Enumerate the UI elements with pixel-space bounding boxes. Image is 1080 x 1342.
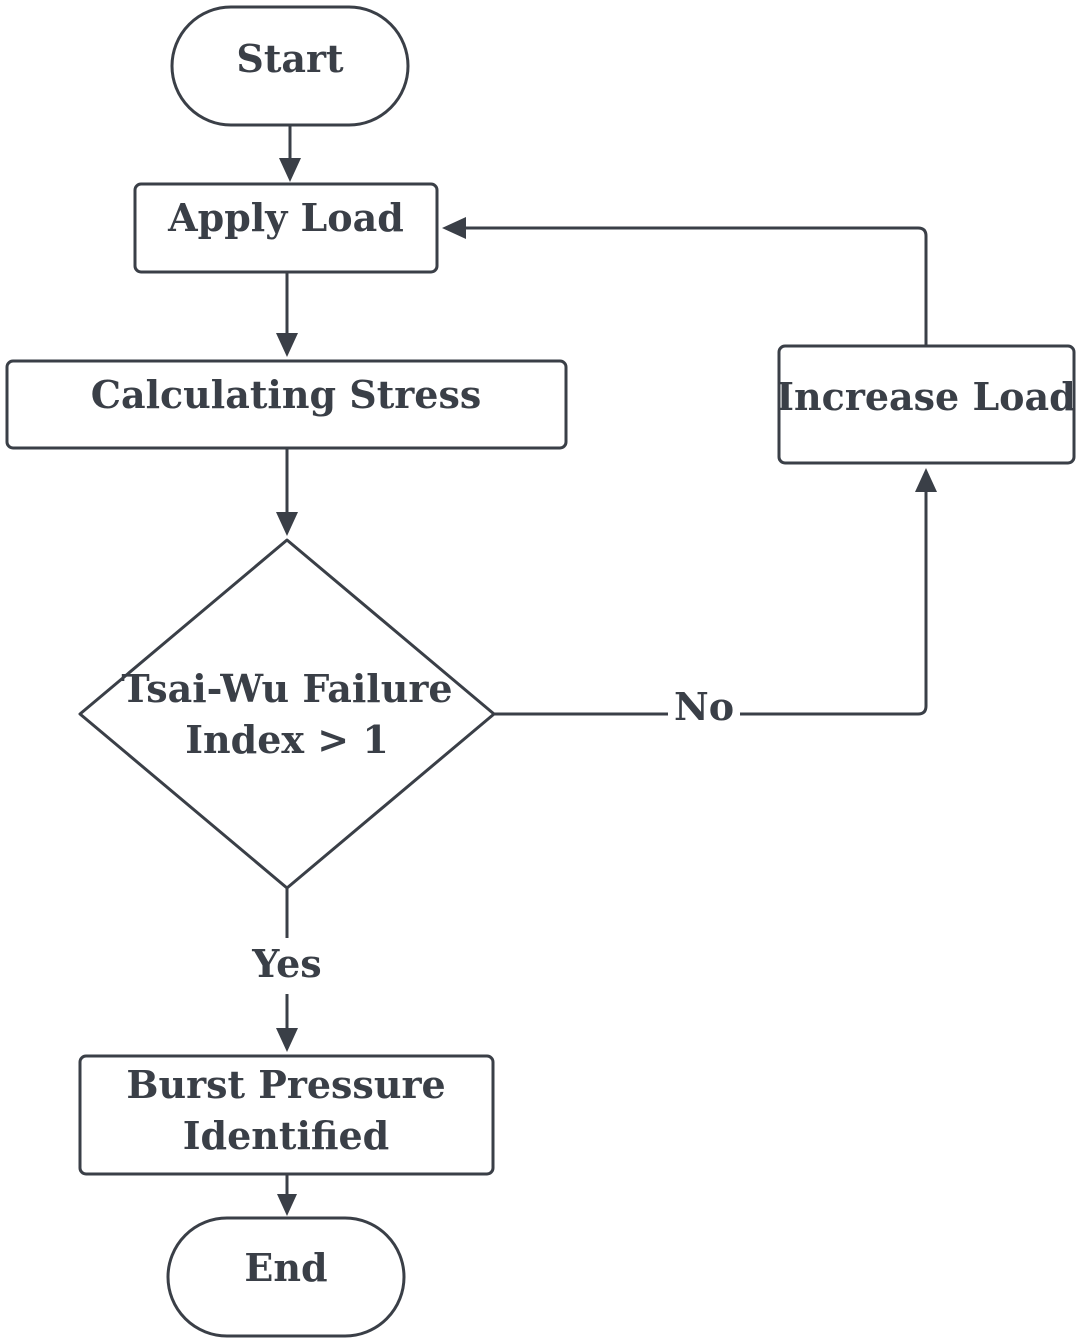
edge-start-to-apply-load — [279, 125, 301, 182]
start-node-label: Start — [236, 36, 344, 81]
edge-apply-load-to-calculating-stress — [276, 272, 298, 357]
increase-load-node-label: Increase Load — [776, 374, 1075, 419]
decision-label-line-2: Index > 1 — [185, 717, 389, 762]
decision-label-line-1: Tsai-Wu Failure — [121, 666, 452, 711]
burst-pressure-label-line-2: Identified — [183, 1113, 390, 1158]
edge-decision-no-to-increase-load — [494, 468, 937, 716]
yes-edge-label: Yes — [251, 941, 321, 986]
end-node: End — [166, 1216, 406, 1338]
burst-pressure-label-line-1: Burst Pressure — [126, 1062, 445, 1107]
increase-load-node: Increase Load — [776, 344, 1076, 465]
no-edge-label: No — [674, 684, 734, 729]
edge-increase-load-to-apply-load — [442, 217, 928, 346]
end-node-label: End — [244, 1245, 327, 1290]
calculating-stress-node-label: Calculating Stress — [91, 372, 482, 417]
no-label-background — [668, 684, 740, 728]
apply-load-node: Apply Load — [133, 182, 439, 274]
edge-calculating-stress-to-decision — [276, 448, 298, 536]
burst-pressure-node: Burst Pressure Identified — [78, 1054, 495, 1176]
edge-burst-pressure-to-end — [277, 1174, 297, 1216]
apply-load-node-label: Apply Load — [167, 195, 404, 240]
start-node: Start — [170, 5, 410, 127]
calculating-stress-node: Calculating Stress — [5, 359, 568, 450]
edge-decision-yes-to-burst-pressure — [276, 888, 298, 1052]
tsai-wu-decision-node: Tsai-Wu Failure Index > 1 — [78, 538, 496, 890]
